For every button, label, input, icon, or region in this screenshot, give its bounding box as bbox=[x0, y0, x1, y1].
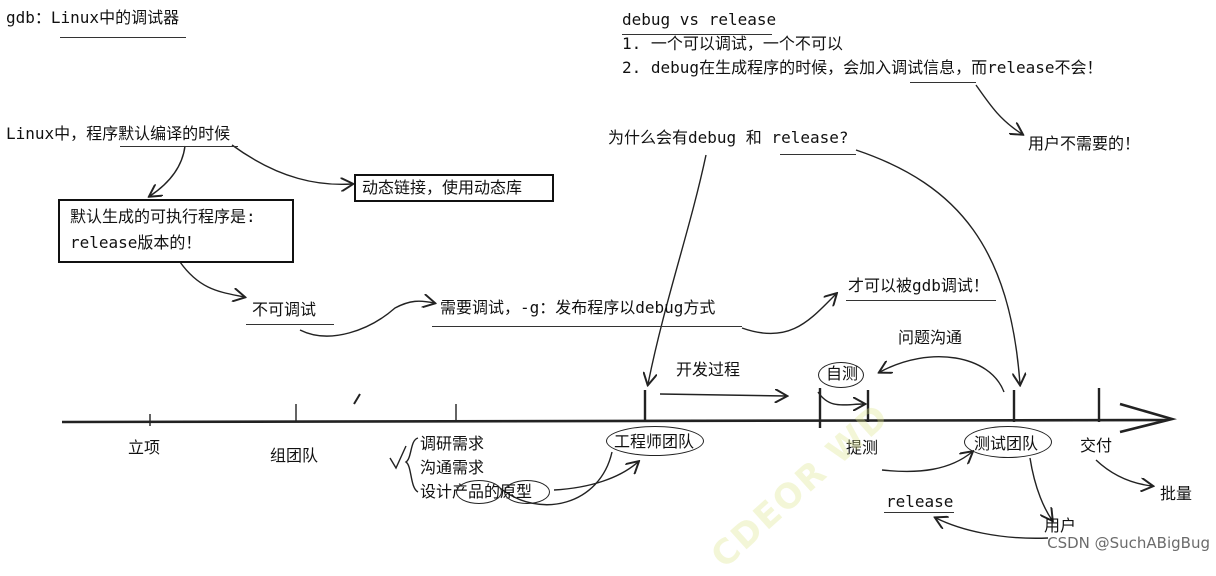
underline bbox=[120, 146, 238, 147]
timeline-axis bbox=[61, 418, 1169, 424]
credit-text: CSDN @SuchABigBug bbox=[1047, 534, 1210, 552]
dvr-title: debug vs release bbox=[622, 10, 777, 29]
underline bbox=[910, 82, 976, 83]
can-gdb-note: 才可以被gdb调试！ bbox=[848, 276, 989, 295]
default-exec-line1: 默认生成的可执行程序是: bbox=[70, 207, 256, 226]
dynamic-link-text: 动态链接，使用动态库 bbox=[362, 178, 523, 197]
requirement-item: 沟通需求 bbox=[420, 458, 485, 477]
engineer-team-circle bbox=[606, 426, 704, 456]
need-debug-note: 需要调试，-g：发布程序以debug方式 bbox=[440, 298, 716, 317]
dvr-point-2: 2. debug在生成程序的时候，会加入调试信息，而release不会！ bbox=[622, 58, 1103, 77]
dynamic-link-box: 动态链接，使用动态库 bbox=[354, 174, 554, 202]
issue-comm-label: 问题沟通 bbox=[898, 328, 963, 347]
batch-label: 批量 bbox=[1160, 484, 1193, 503]
product-circle bbox=[456, 480, 502, 504]
underline bbox=[780, 154, 856, 155]
underline bbox=[60, 37, 186, 38]
stage-deliver: 交付 bbox=[1080, 436, 1113, 455]
stage-submit-test: 提测 bbox=[846, 438, 879, 457]
dvr-point-1: 1. 一个可以调试，一个不可以 bbox=[622, 34, 843, 53]
stage-zutuandui: 组团队 bbox=[270, 446, 319, 465]
timeline-arrowhead bbox=[1119, 402, 1178, 434]
user-label: 用户 bbox=[1044, 516, 1077, 535]
underline bbox=[884, 512, 954, 513]
prototype-circle bbox=[504, 480, 550, 504]
underline bbox=[622, 34, 772, 35]
release-label: release bbox=[886, 492, 954, 511]
user-no-need: 用户不需要的！ bbox=[1028, 134, 1141, 153]
underline bbox=[846, 300, 996, 301]
self-test-circle bbox=[818, 362, 864, 388]
dev-process-label: 开发过程 bbox=[676, 360, 741, 379]
test-team-circle bbox=[964, 426, 1052, 458]
not-debuggable: 不可调试 bbox=[252, 300, 317, 319]
underline bbox=[246, 324, 334, 325]
why-question: 为什么会有debug 和 release? bbox=[608, 128, 849, 147]
requirement-item: 调研需求 bbox=[420, 434, 485, 453]
default-exec-box: 默认生成的可执行程序是: release版本的！ bbox=[58, 199, 294, 263]
stage-lixiang: 立项 bbox=[128, 438, 161, 457]
diagram-strokes bbox=[61, 84, 1178, 539]
linux-default-note: Linux中，程序默认编译的时候 bbox=[6, 124, 231, 143]
gdb-title: gdb：Linux中的调试器 bbox=[6, 8, 180, 27]
default-exec-line2: release版本的！ bbox=[70, 233, 202, 252]
underline bbox=[432, 326, 742, 327]
